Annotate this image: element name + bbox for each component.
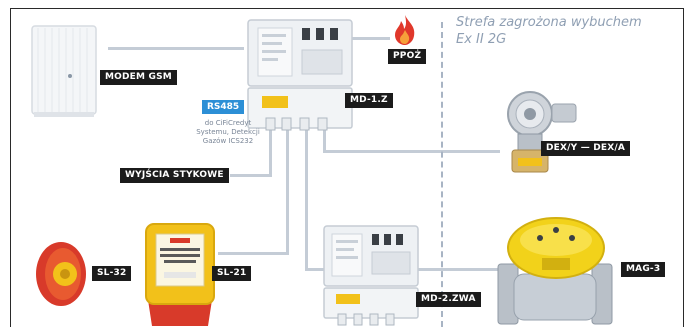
- sl21-signaller-image: [145, 223, 215, 326]
- connector-wyjscia-vertical: [269, 130, 272, 176]
- zone-title-line2: Ex II 2G: [456, 32, 507, 47]
- connector-modem: [108, 47, 244, 50]
- rs485-note-line1: do CiFiCredyt: [204, 119, 252, 127]
- mag3-valve-image: [497, 217, 613, 325]
- rs485-note: do CiFiCredyt Systemu, Detekcji Gazów IC…: [186, 119, 270, 146]
- ppoz-label: PPOŻ: [388, 49, 427, 64]
- sl32-label: SL-32: [92, 266, 132, 281]
- sl21-label: SL-21: [212, 266, 252, 281]
- wyjscia-stykowe-label: WYJŚCIA STYKOWE: [120, 168, 229, 183]
- md1z-controller-image: [247, 19, 353, 131]
- rs485-note-line2: Systemu, Detekcji: [196, 128, 260, 136]
- connector-md2-horizontal: [305, 268, 325, 271]
- mag3-label: MAG-3: [621, 262, 666, 277]
- sl32-siren-image: [36, 242, 86, 306]
- flame-icon: [395, 15, 415, 45]
- md1z-label: MD-1.Z: [345, 93, 393, 108]
- connector-ppoz: [352, 37, 390, 40]
- connector-sl21-vertical: [286, 130, 289, 254]
- connector-sl21-horizontal: [218, 252, 289, 255]
- rs485-badge: RS485: [202, 100, 245, 114]
- connector-dex-horizontal: [323, 150, 500, 153]
- md2zwa-controller-image: [323, 225, 419, 326]
- rs485-note-line3: Gazów ICS232: [202, 137, 254, 145]
- modem-gsm-image: [31, 25, 97, 117]
- zone-divider: [441, 22, 443, 327]
- connector-dex-vertical: [323, 130, 326, 153]
- modem-gsm-label: MODEM GSM: [100, 70, 177, 85]
- dex-gas-detector-image: [507, 91, 577, 173]
- md2zwa-label: MD-2.ZWA: [416, 292, 481, 307]
- connector-md2-vertical: [305, 130, 308, 270]
- zone-title-line1: Strefa zagrożona wybuchem: [456, 15, 642, 30]
- connector-wyjscia-horizontal: [230, 174, 272, 177]
- dex-label: DEX/Y — DEX/A: [541, 141, 631, 156]
- hazard-zone-title: Strefa zagrożona wybuchem Ex II 2G: [456, 14, 676, 48]
- connector-mag: [414, 268, 498, 271]
